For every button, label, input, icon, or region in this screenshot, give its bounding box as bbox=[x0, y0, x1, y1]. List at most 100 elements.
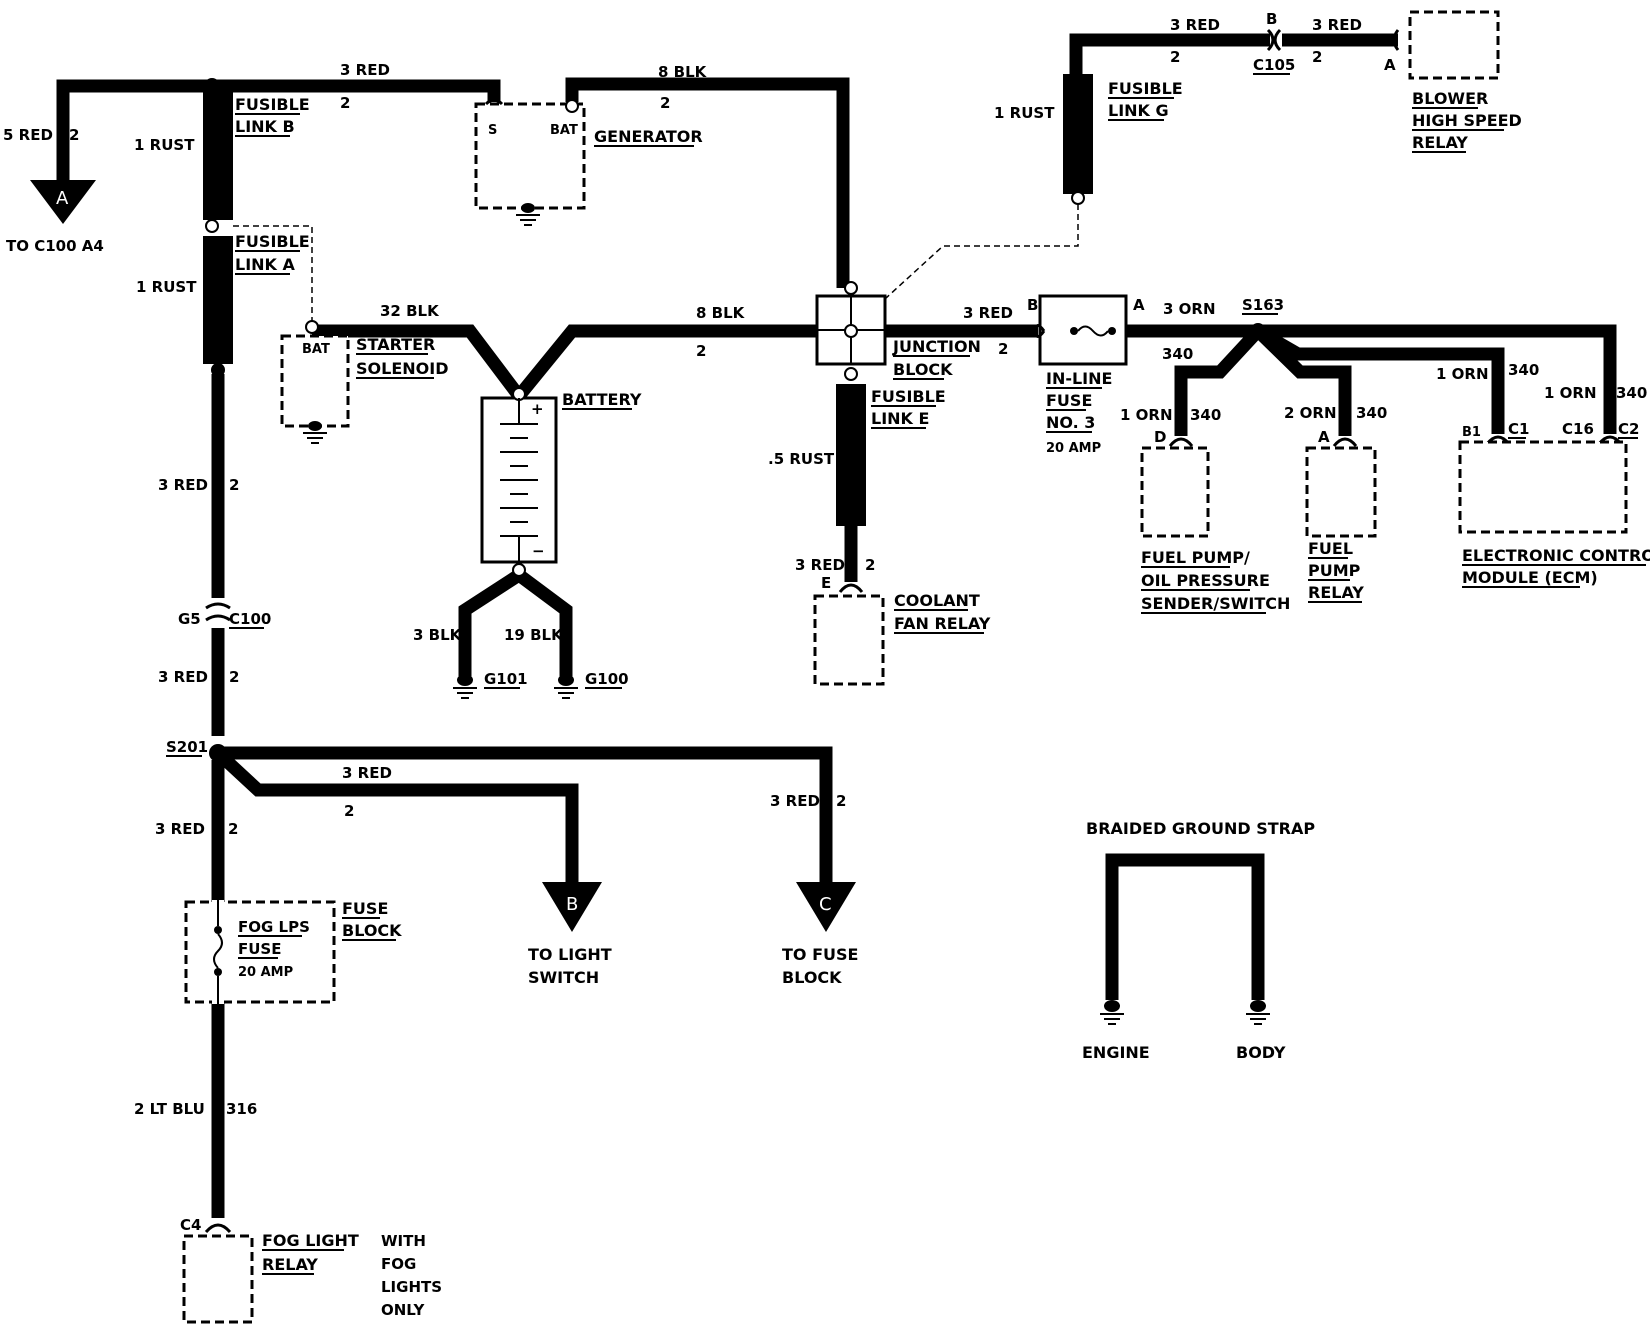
starter-title-1: STARTER bbox=[356, 335, 435, 354]
coolant-terminal bbox=[838, 583, 864, 593]
inline-amp: 20 AMP bbox=[1046, 441, 1101, 456]
generator-bat-pin: BAT bbox=[550, 123, 578, 138]
fuse-b-pin: B bbox=[1027, 296, 1038, 314]
battery-plus: + bbox=[531, 400, 544, 418]
fusible-link-terminal bbox=[211, 363, 225, 377]
splice-s163-dot bbox=[1250, 323, 1266, 339]
wire-8-blk-junction bbox=[513, 324, 817, 401]
c105-label: C105 bbox=[1253, 56, 1295, 74]
fusible-link-a-title-2: LINK A bbox=[235, 255, 296, 274]
wire-gen-s-label: 3 RED bbox=[340, 61, 390, 79]
wire-1-orn-ecm-c2 bbox=[1258, 324, 1617, 434]
fuel-pump-title-3: SENDER/SWITCH bbox=[1141, 594, 1290, 613]
wire-3-red-light-switch bbox=[213, 748, 579, 882]
ground-icon bbox=[1100, 1000, 1124, 1025]
connector-c-arrow bbox=[796, 882, 856, 932]
starter-solenoid-box bbox=[280, 334, 350, 428]
fusible-link-e-title-1: FUSIBLE bbox=[871, 387, 946, 406]
blower-pin: A bbox=[1384, 56, 1396, 74]
junction-title-1: JUNCTION bbox=[892, 337, 981, 356]
connector-a-arrow bbox=[30, 180, 96, 224]
wire-19-blk-g100 bbox=[515, 569, 573, 676]
wire-link-e-label: .5 RUST bbox=[768, 450, 835, 468]
fusible-link-g-body bbox=[1063, 74, 1093, 194]
fuse-terminal bbox=[214, 926, 222, 934]
wire-5-red bbox=[56, 79, 212, 190]
g101-label: G101 bbox=[484, 670, 528, 688]
wire-2-orn-fuel-pump-relay bbox=[1253, 326, 1352, 436]
ecm-c1-pin: C1 bbox=[1508, 420, 1529, 438]
wire-19-blk-label: 19 BLK bbox=[504, 626, 564, 644]
wire-gen-bat-number: 2 bbox=[660, 94, 670, 112]
wire-32-blk bbox=[312, 324, 525, 400]
wire-ecm1-number: 340 bbox=[1508, 361, 1539, 379]
generator-s-terminal bbox=[484, 98, 504, 106]
fusible-link-b-wire-label: 1 RUST bbox=[134, 136, 195, 154]
inline-fuse-dot bbox=[1070, 327, 1078, 335]
fuse-block-title-1: FUSE bbox=[342, 899, 388, 918]
fuse-terminal bbox=[214, 968, 222, 976]
fuse-block-title-2: BLOCK bbox=[342, 921, 402, 940]
wire-coolant-label: 3 RED bbox=[795, 556, 845, 574]
junction-terminal bbox=[844, 281, 858, 295]
ground-icon bbox=[303, 421, 327, 444]
fusible-link-e-title-2: LINK E bbox=[871, 409, 929, 428]
battery-neg-terminal bbox=[512, 563, 526, 577]
wire-trunk-2-label: 3 RED bbox=[158, 668, 208, 686]
connector-b-label: B bbox=[566, 894, 578, 915]
wire-to-fuse-number: 2 bbox=[836, 792, 846, 810]
c4-pin: C4 bbox=[180, 1216, 201, 1234]
fuel-pump-pin: D bbox=[1154, 428, 1166, 446]
wire-3-orn-label: 3 ORN bbox=[1163, 300, 1216, 318]
connector-c105-icon bbox=[1266, 28, 1282, 52]
g100-label: G100 bbox=[585, 670, 629, 688]
c100-pin: G5 bbox=[178, 610, 201, 628]
s163-label: S163 bbox=[1242, 296, 1284, 314]
connector-c100-icon bbox=[205, 602, 231, 622]
wire-blower-label: 3 RED bbox=[1312, 16, 1362, 34]
ecm-title-2: MODULE (ECM) bbox=[1462, 568, 1598, 587]
fusible-link-g-title-1: FUSIBLE bbox=[1108, 79, 1183, 98]
solenoid-terminal bbox=[305, 320, 319, 334]
wire-3-red-generator bbox=[212, 79, 501, 102]
to-fuse-block-2: BLOCK bbox=[782, 968, 842, 987]
fuel-pump-relay-box bbox=[1305, 446, 1377, 538]
fusible-link-e-body bbox=[836, 384, 866, 526]
wire-trunk-1-number: 2 bbox=[229, 476, 239, 494]
fuel-relay-title-2: PUMP bbox=[1308, 561, 1361, 580]
wire-lt-blu-number: 316 bbox=[226, 1100, 257, 1118]
blower-title-2: HIGH SPEED bbox=[1412, 111, 1522, 130]
wire-fuel-pump-label: 1 ORN bbox=[1120, 406, 1173, 424]
fuel-pump-title-1: FUEL PUMP/ bbox=[1141, 548, 1250, 567]
wire-3-blk-g101 bbox=[458, 569, 523, 676]
ground-icon bbox=[453, 674, 477, 699]
wire-8-blk-junction-number: 2 bbox=[696, 342, 706, 360]
fuse-icon bbox=[213, 933, 223, 969]
fuel-pump-title-2: OIL PRESSURE bbox=[1141, 571, 1270, 590]
wire-trunk-1-label: 3 RED bbox=[158, 476, 208, 494]
wire-1-orn-ecm-c1 bbox=[1254, 325, 1505, 434]
connector-b-arrow bbox=[542, 882, 602, 932]
fuel-relay-title-3: RELAY bbox=[1308, 583, 1364, 602]
wire-c105-number: 2 bbox=[1170, 48, 1180, 66]
fuel-pump-terminal bbox=[1168, 437, 1194, 447]
splice-top bbox=[204, 78, 220, 94]
wire-to-fuse-label: 3 RED bbox=[770, 792, 820, 810]
splice-s201-dot bbox=[209, 744, 227, 762]
wire-5-red-number: 2 bbox=[69, 126, 79, 144]
splices bbox=[204, 78, 1266, 762]
braided-ground-strap bbox=[1105, 853, 1265, 1000]
wire-lt-blu-label: 2 LT BLU bbox=[134, 1100, 205, 1118]
wire-c105-label: 3 RED bbox=[1170, 16, 1220, 34]
ecm-b1-pin: B1 bbox=[1462, 425, 1481, 440]
fusible-link-b-body bbox=[203, 92, 233, 220]
fusible-link-terminal bbox=[1071, 191, 1085, 205]
wire-ecm1-label: 1 ORN bbox=[1436, 365, 1489, 383]
junction-terminal bbox=[844, 324, 858, 338]
fuel-relay-title-1: FUEL bbox=[1308, 539, 1353, 558]
coolant-pin: E bbox=[821, 574, 831, 592]
fuel-relay-pin: A bbox=[1318, 428, 1330, 446]
ecm-box bbox=[1458, 440, 1628, 534]
battery-cells-icon bbox=[500, 398, 538, 562]
